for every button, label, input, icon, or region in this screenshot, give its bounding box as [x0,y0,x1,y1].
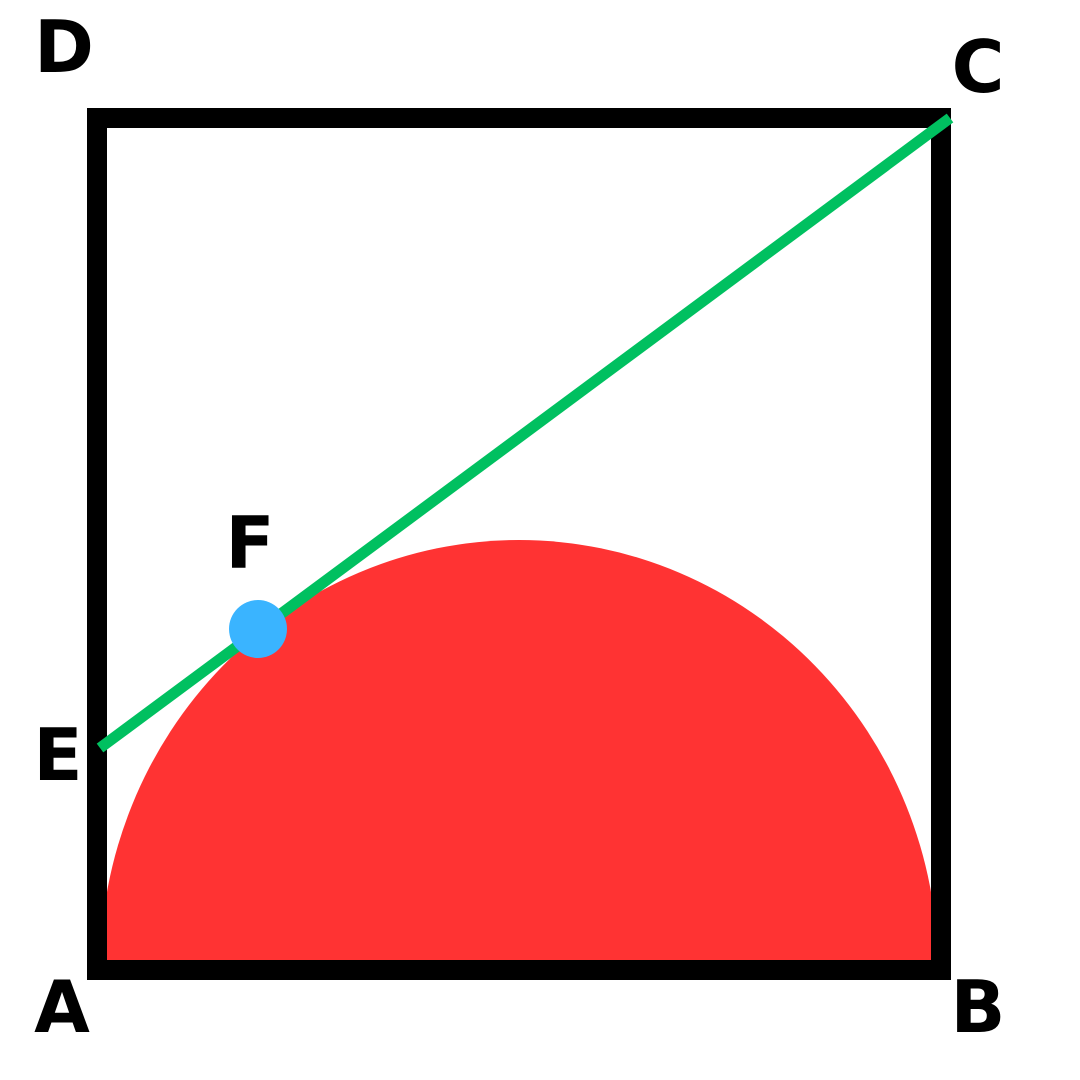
label-e: E [33,713,82,797]
label-d: D [34,5,94,89]
label-f: F [225,501,274,585]
label-b: B [951,965,1006,1049]
point-f-marker [229,600,287,658]
square-abcd [87,108,951,980]
semicircle [100,540,938,970]
label-a: A [34,965,90,1049]
label-c: C [952,25,1005,109]
